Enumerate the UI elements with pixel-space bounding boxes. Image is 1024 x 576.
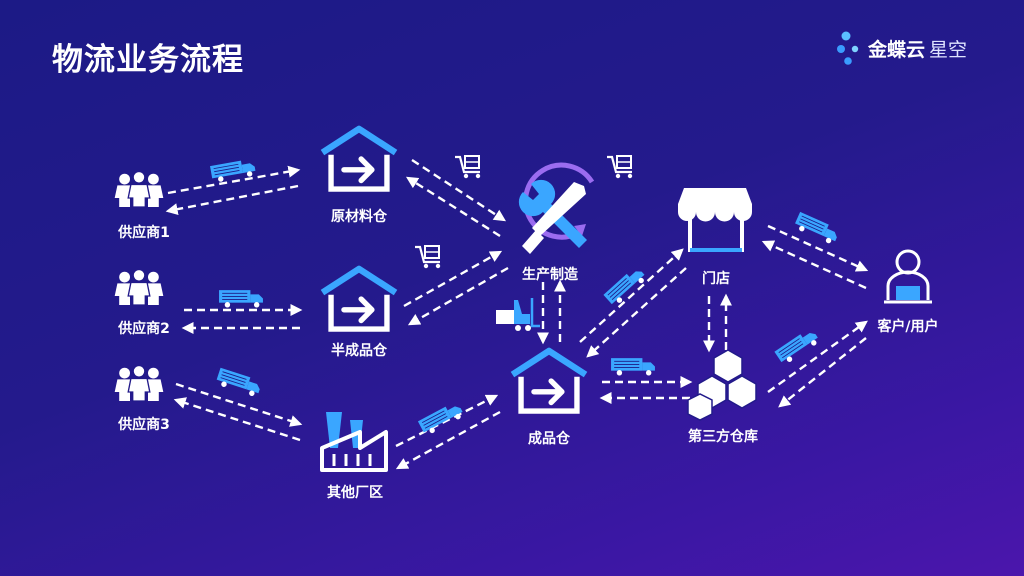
supplier1-people-icon — [113, 170, 165, 208]
semi-warehouse-icon — [322, 269, 395, 329]
semi-warehouse-label: 半成品仓 — [331, 343, 387, 359]
truck-icon — [417, 400, 466, 438]
tools-icon — [518, 162, 595, 254]
arrow-raw-to-supplier1 — [165, 184, 299, 216]
arrow-raw-to-production — [411, 158, 507, 222]
logo-brand: 金蝶云 — [868, 38, 926, 61]
cart-icon — [454, 154, 482, 180]
cart-icon — [606, 154, 634, 180]
other-factory-label: 其他厂区 — [327, 485, 383, 501]
arrow-supplier3-to-other — [175, 382, 303, 427]
boxes-icon — [687, 349, 757, 421]
production-label: 生产制造 — [522, 267, 578, 283]
arrow-store-to-customer — [767, 224, 869, 272]
arrow-production-to-raw — [405, 176, 501, 238]
supplier3-label: 供应商3 — [118, 417, 170, 433]
logo-product: 星空 — [929, 38, 968, 61]
factory-icon — [320, 412, 388, 472]
arrow-store-to-finished — [586, 267, 687, 358]
finished-warehouse-icon — [512, 351, 585, 411]
store-icon — [678, 188, 752, 252]
store-label: 门店 — [702, 271, 730, 287]
user-laptop-icon — [884, 249, 932, 304]
cart-icon — [414, 244, 442, 270]
arrow-finished-to-other — [395, 410, 501, 470]
arrow-customer-to-store — [761, 240, 867, 290]
raw-warehouse-icon — [322, 129, 395, 189]
supplier3-people-icon — [113, 364, 165, 402]
arrow-3pl-to-customer — [767, 320, 868, 393]
finished-warehouse-label: 成品仓 — [528, 431, 570, 447]
supplier1-label: 供应商1 — [118, 225, 170, 241]
forklift-icon — [496, 298, 540, 331]
arrow-other-to-finished — [395, 394, 499, 448]
page-title: 物流业务流程 — [52, 42, 244, 78]
supplier2-people-icon — [113, 268, 165, 306]
arrow-other-to-supplier3 — [173, 397, 301, 442]
arrow-supplier1-to-raw — [167, 165, 301, 195]
arrow-semi-to-production — [403, 250, 503, 308]
third-party-warehouse-label: 第三方仓库 — [688, 429, 758, 445]
arrow-production-to-semi — [407, 266, 509, 326]
logo-dots-icon — [837, 31, 859, 65]
flow-arrows — [165, 158, 869, 470]
raw-warehouse-label: 原材料仓 — [331, 209, 387, 225]
truck-icon — [610, 357, 656, 376]
supplier2-label: 供应商2 — [118, 321, 170, 337]
truck-icon — [792, 211, 841, 247]
truck-icon — [218, 289, 264, 308]
arrow-finished-to-store — [579, 248, 684, 343]
brand-logo: 金蝶云 星空 — [836, 28, 967, 68]
truck-icon — [214, 367, 263, 399]
arrow-customer-to-3pl — [778, 337, 867, 408]
customer-label: 客户/用户 — [877, 319, 939, 335]
